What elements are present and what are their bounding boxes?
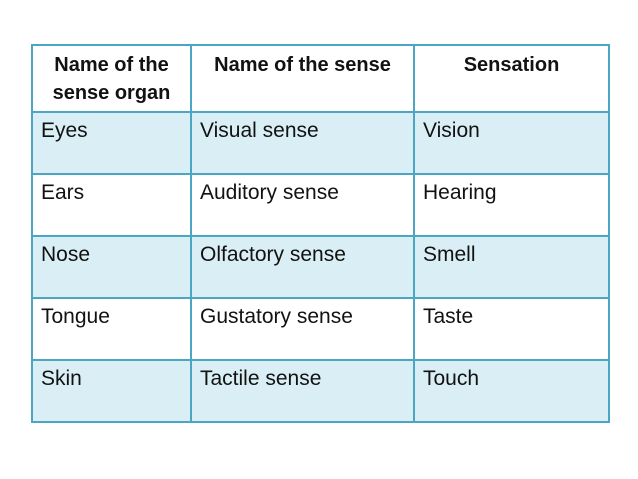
cell-organ: Ears: [31, 173, 192, 237]
senses-table: Name of the sense organ Name of the sens…: [31, 44, 610, 423]
cell-sense: Tactile sense: [190, 359, 415, 423]
cell-organ: Tongue: [31, 297, 192, 361]
cell-sensation: Hearing: [413, 173, 610, 237]
table-row-ears: Ears Auditory sense Hearing: [31, 173, 610, 237]
cell-sense: Auditory sense: [190, 173, 415, 237]
table-header-row: Name of the sense organ Name of the sens…: [31, 44, 610, 113]
cell-organ: Eyes: [31, 111, 192, 175]
cell-sense: Gustatory sense: [190, 297, 415, 361]
cell-sensation: Smell: [413, 235, 610, 299]
cell-sensation: Vision: [413, 111, 610, 175]
table-row-eyes: Eyes Visual sense Vision: [31, 111, 610, 175]
column-header-sense-organ: Name of the sense organ: [31, 44, 192, 113]
table-row-nose: Nose Olfactory sense Smell: [31, 235, 610, 299]
cell-sense: Visual sense: [190, 111, 415, 175]
table-row-skin: Skin Tactile sense Touch: [31, 359, 610, 423]
column-header-sensation: Sensation: [413, 44, 610, 113]
cell-sensation: Taste: [413, 297, 610, 361]
cell-organ: Nose: [31, 235, 192, 299]
cell-organ: Skin: [31, 359, 192, 423]
cell-sense: Olfactory sense: [190, 235, 415, 299]
column-header-sense: Name of the sense: [190, 44, 415, 113]
cell-sensation: Touch: [413, 359, 610, 423]
table-row-tongue: Tongue Gustatory sense Taste: [31, 297, 610, 361]
